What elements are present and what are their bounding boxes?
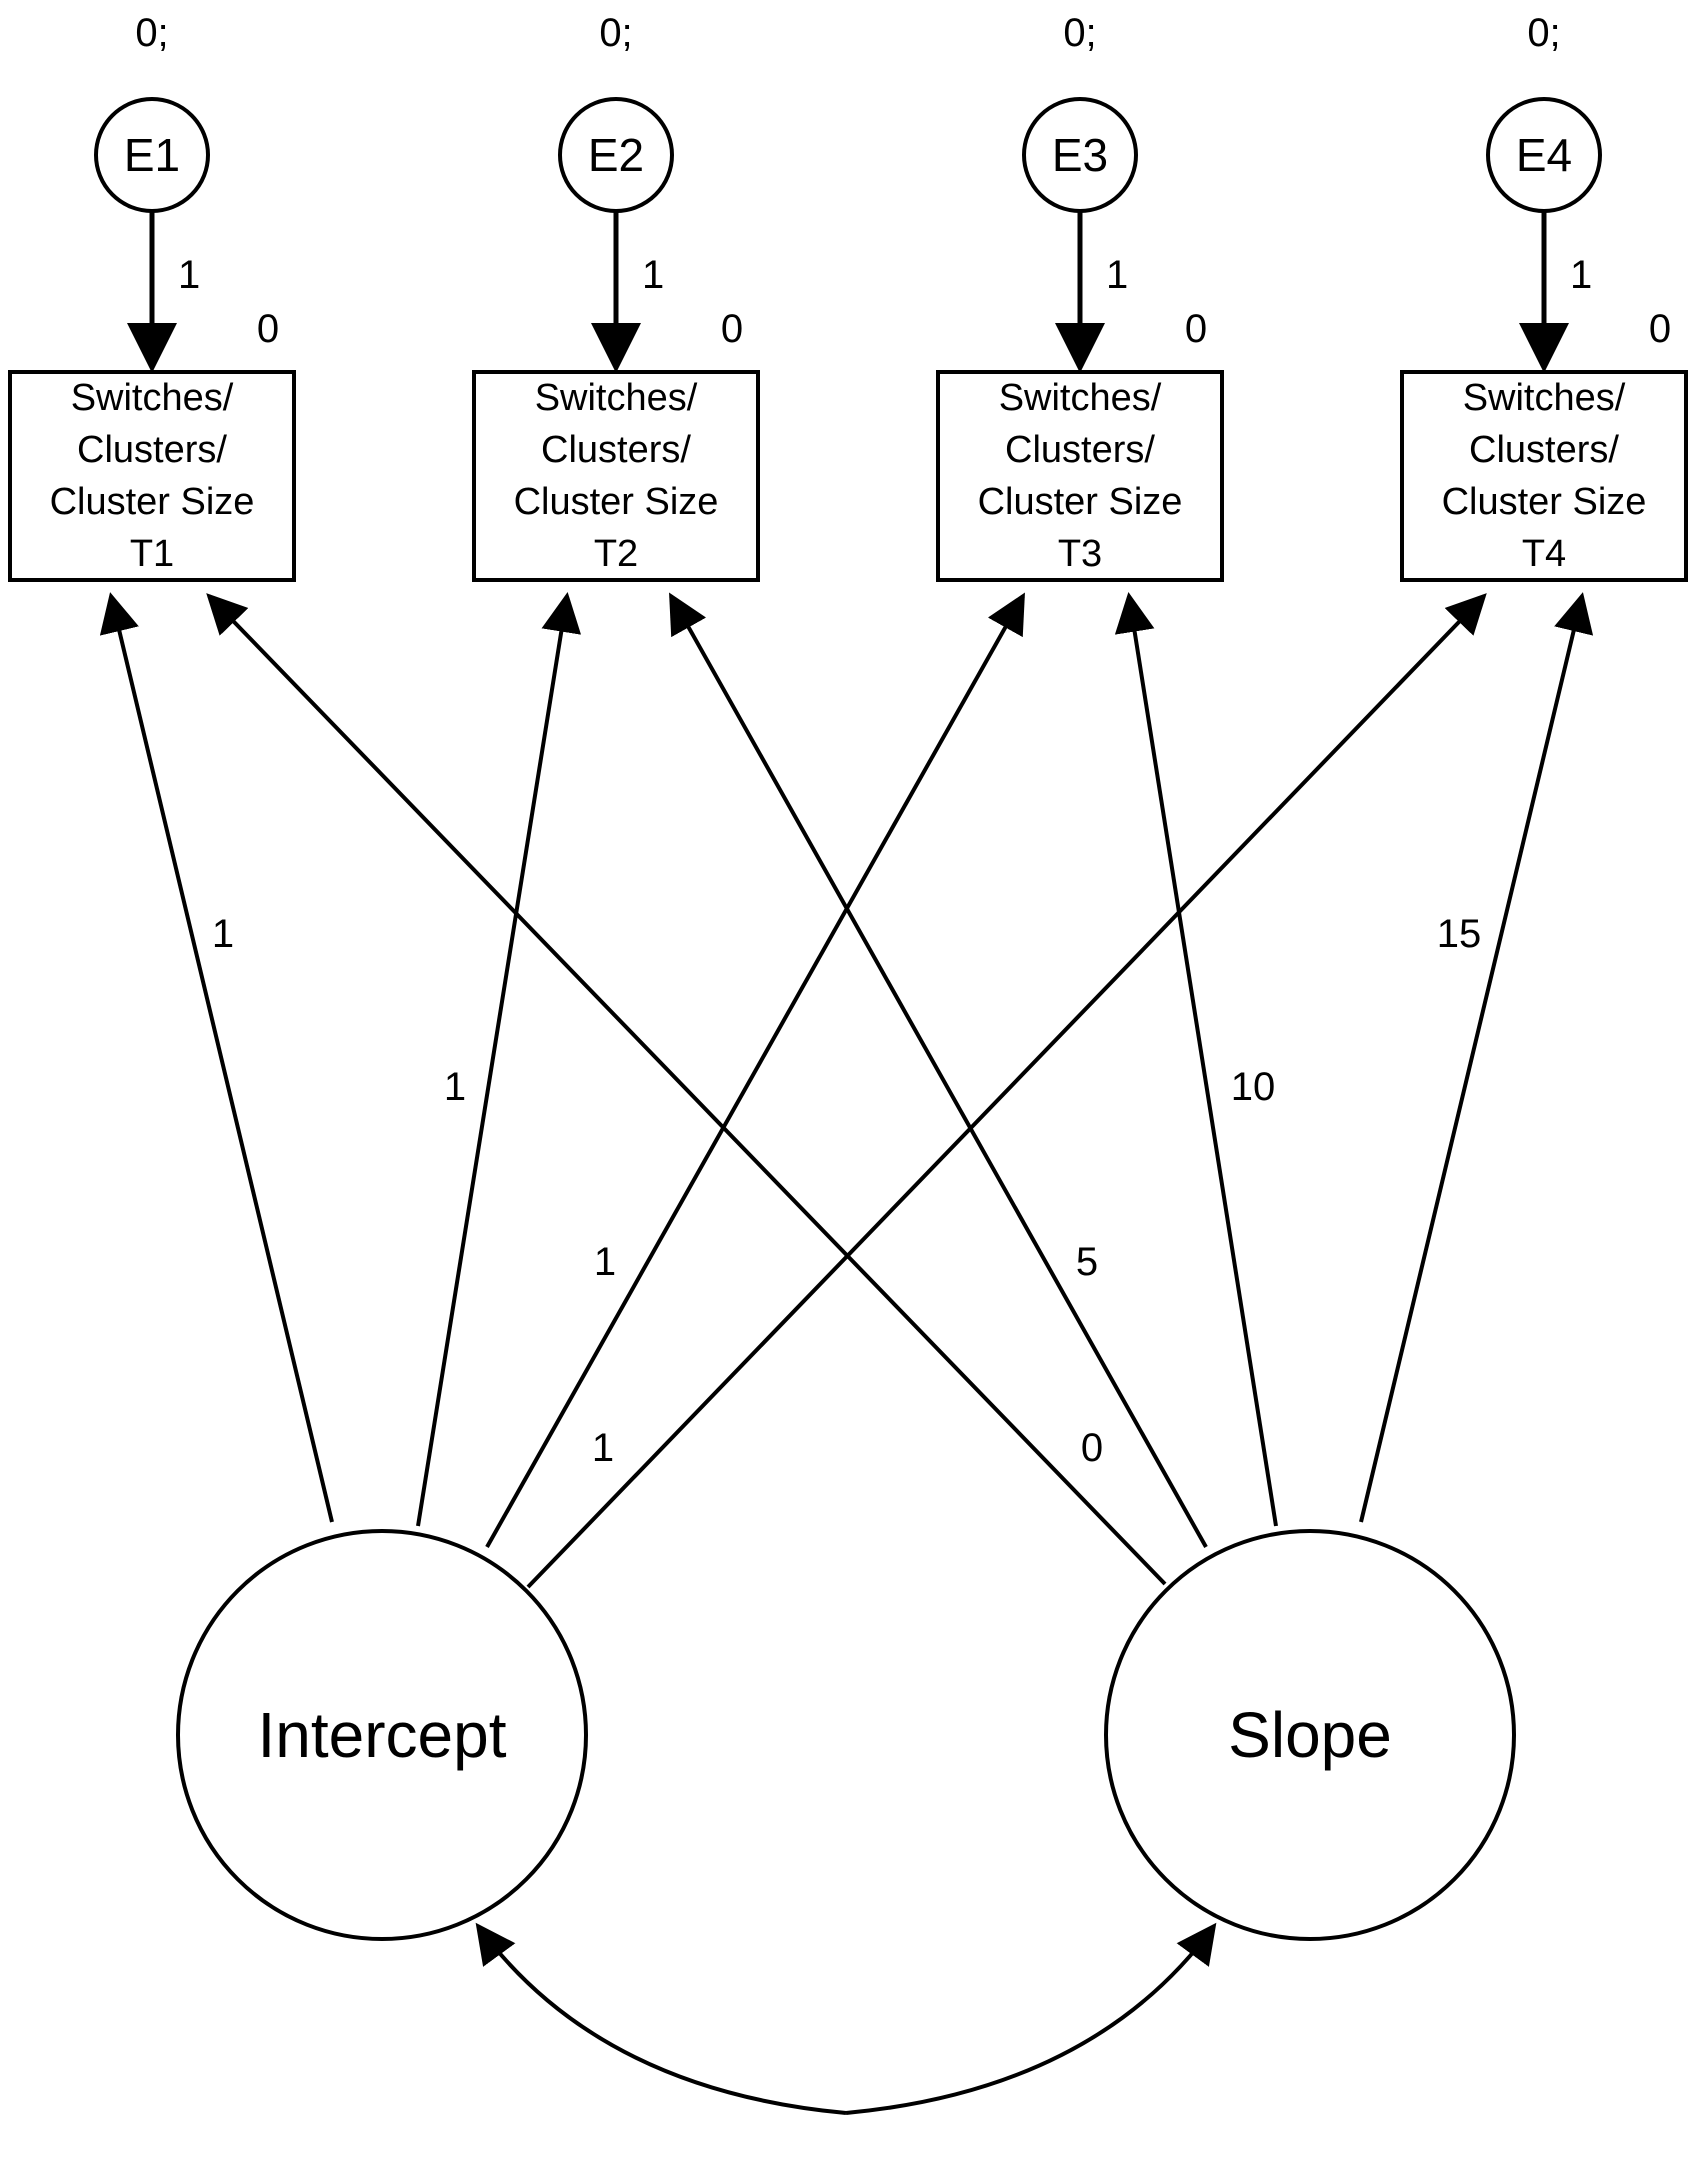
observed-t3-line-1: Switches/ (999, 377, 1162, 419)
error-e3: 0; E3 1 (1022, 11, 1138, 373)
observed-t3-line-2: Clusters/ (1005, 429, 1155, 471)
intercept-loading-t3: 1 (594, 1240, 616, 1284)
error-e2-label: E2 (588, 129, 644, 181)
intercept-to-t4-path (526, 593, 1487, 1589)
error-e2: 0; E2 1 (558, 11, 674, 373)
observed-t4: 0 Switches/ Clusters/ Cluster Size T4 (1400, 307, 1688, 582)
intercept-to-t1-path (99, 592, 334, 1523)
observed-t1-box (8, 370, 296, 582)
observed-t2-box (472, 370, 760, 582)
observed-t4-line-1: Switches/ (1463, 377, 1626, 419)
observed-t4-line-2: Clusters/ (1469, 429, 1619, 471)
observed-t1-line-4: T1 (130, 533, 174, 575)
slope-to-t2-path (669, 592, 1208, 1548)
intercept-loadings: 1 1 1 1 (99, 592, 1487, 1589)
observed-t1-line-2: Clusters/ (77, 429, 227, 471)
error-e1-mean-var: 0; (135, 11, 168, 55)
intercept-to-t3-path (485, 592, 1025, 1548)
error-e3-mean-var: 0; (1063, 11, 1096, 55)
slope-loading-t4: 15 (1437, 912, 1482, 956)
latent-slope-circle (1104, 1529, 1516, 1941)
latent-intercept: Intercept (176, 1529, 588, 1941)
observed-t1-line-1: Switches/ (71, 377, 234, 419)
latent-slope: Slope (1104, 1529, 1516, 1941)
observed-t3: 0 Switches/ Clusters/ Cluster Size T3 (936, 307, 1224, 582)
observed-t4-box (1400, 370, 1688, 582)
latent-slope-label: Slope (1228, 1699, 1392, 1771)
latent-intercept-circle (176, 1529, 588, 1941)
slope-loading-t1: 0 (1081, 1426, 1103, 1470)
observed-t4-line-3: Cluster Size (1442, 481, 1647, 523)
intercept-loading-t1: 1 (212, 912, 234, 956)
observed-t4-line-4: T4 (1522, 533, 1566, 575)
observed-t3-line-4: T3 (1058, 533, 1102, 575)
covariance-arrow-right (845, 1922, 1217, 2115)
observed-t2-line-3: Cluster Size (514, 481, 719, 523)
observed-t1-intercept: 0 (257, 307, 279, 351)
observed-t2-line-2: Clusters/ (541, 429, 691, 471)
error-e2-mean-var: 0; (599, 11, 632, 55)
error-e4: 0; E4 1 (1486, 11, 1602, 373)
intercept-loading-t2: 1 (444, 1065, 466, 1109)
error-e1-loading: 1 (178, 253, 200, 297)
error-e4-loading: 1 (1570, 253, 1592, 297)
slope-to-t1-path (206, 593, 1167, 1586)
observed-t2-line-1: Switches/ (535, 377, 698, 419)
error-e2-loading: 1 (642, 253, 664, 297)
error-e1-label: E1 (124, 129, 180, 181)
error-e4-label: E4 (1516, 129, 1572, 181)
slope-loading-t2: 5 (1076, 1240, 1098, 1284)
observed-t2-line-4: T2 (594, 533, 638, 575)
error-e3-loading: 1 (1106, 253, 1128, 297)
intercept-to-t2-path (416, 592, 582, 1527)
observed-t3-box (936, 370, 1224, 582)
error-e1: 0; E1 1 (94, 11, 210, 373)
observed-t4-intercept: 0 (1649, 307, 1671, 351)
observed-t2-intercept: 0 (721, 307, 743, 351)
observed-t2: 0 Switches/ Clusters/ Cluster Size T2 (472, 307, 760, 582)
slope-loading-t3: 10 (1231, 1065, 1276, 1109)
slope-loadings: 0 5 10 15 (206, 592, 1594, 1586)
error-e4-mean-var: 0; (1527, 11, 1560, 55)
observed-t3-line-3: Cluster Size (978, 481, 1183, 523)
slope-to-t3-path (1114, 592, 1278, 1527)
observed-t1-line-3: Cluster Size (50, 481, 255, 523)
observed-t1: 0 Switches/ Clusters/ Cluster Size T1 (8, 307, 296, 582)
intercept-loading-t4: 1 (592, 1426, 614, 1470)
covariance-arrow-left (475, 1922, 847, 2115)
observed-t3-intercept: 0 (1185, 307, 1207, 351)
latent-intercept-label: Intercept (257, 1699, 506, 1771)
slope-to-t4-path (1359, 592, 1594, 1523)
error-e3-label: E3 (1052, 129, 1108, 181)
